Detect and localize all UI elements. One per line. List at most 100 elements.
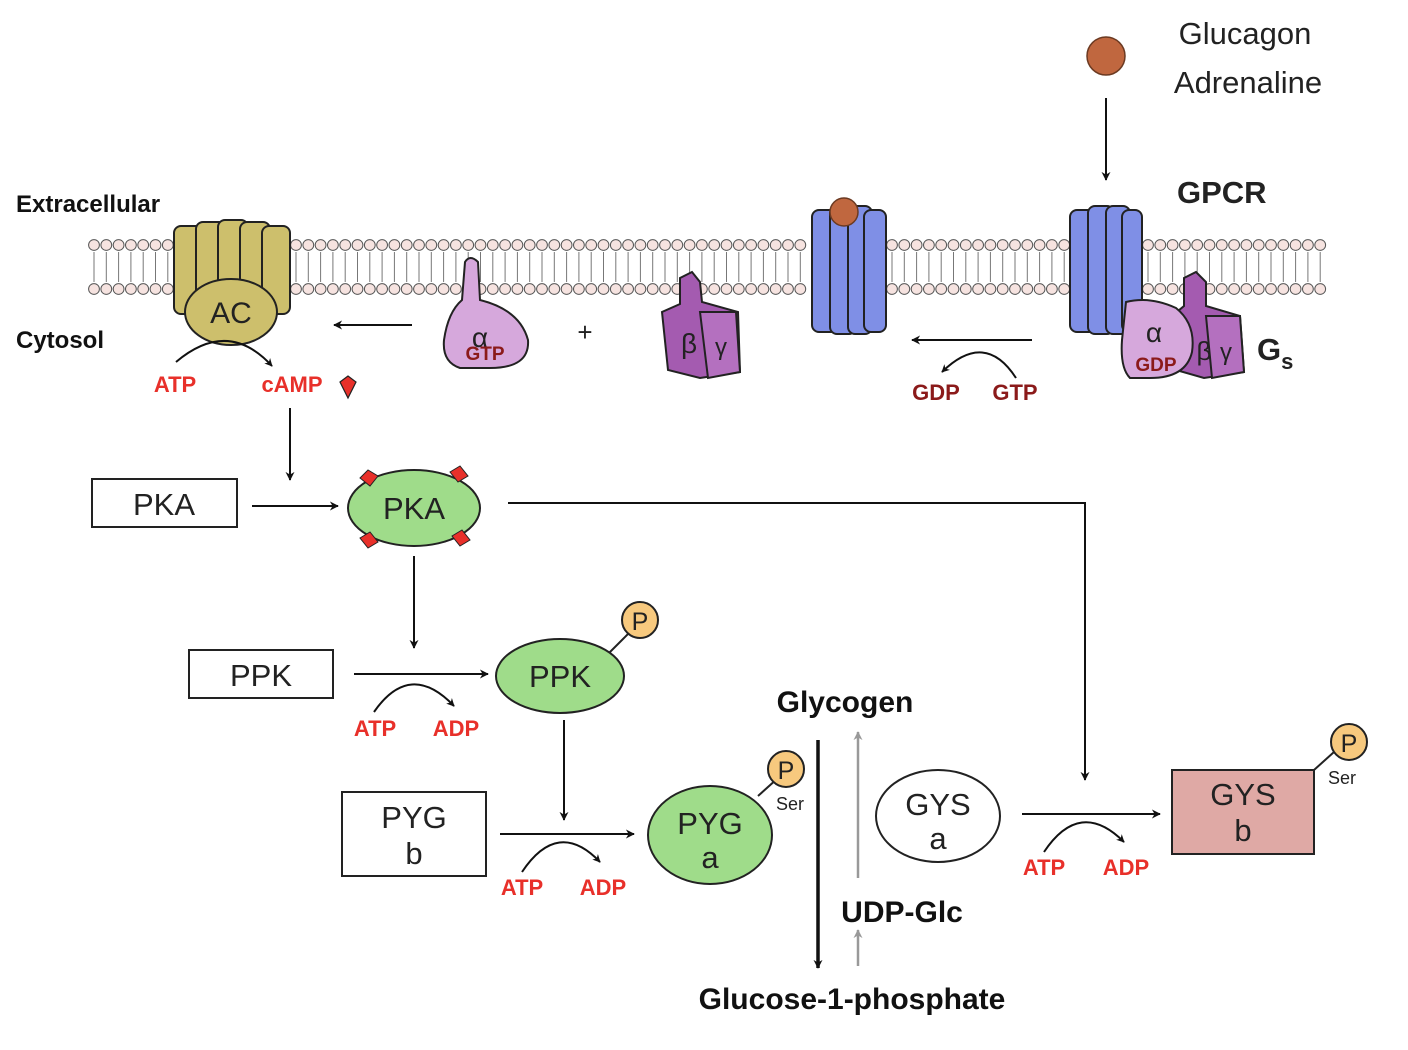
lipid-head [88,283,100,295]
lipid-head [1166,239,1179,251]
ppk-active: PPK P [495,601,659,714]
lipid-head [622,283,634,295]
lipid-head [462,239,475,251]
pka-active: PKA [347,465,481,549]
ligand-label-adrenaline: Adrenaline [1174,65,1322,100]
lipid-head [351,283,364,295]
lipid-head [573,239,585,251]
lipid-head [597,239,610,251]
lipid-head [302,283,315,295]
lipid-head [388,283,401,295]
ppk-inactive-label: PPK [230,658,292,693]
lipid-head [413,239,425,251]
g-alpha-symbol: α [472,322,488,353]
lipid-head [1265,283,1277,295]
lipid-head [769,239,782,251]
lipid-head [609,283,622,295]
lipid-head [290,239,302,251]
lipid-head [1289,283,1302,295]
glycogen-label: Glycogen [777,686,914,719]
camp-label: cAMP [261,372,322,397]
lipid-head [351,239,364,251]
lipid-head [1302,283,1314,295]
gtp-gdp-exchange-arc [941,351,1017,379]
lipid-head [609,239,622,251]
beta-symbol: β [681,328,697,359]
lipid-head [1058,283,1071,295]
lipid-head [425,283,438,295]
extracellular-label: Extracellular [16,191,160,218]
ac-atp-label: ATP [154,372,196,397]
lipid-head [548,283,561,295]
lipid-head [425,239,438,251]
lipid-head [996,283,1009,295]
lipid-head [659,239,671,251]
pyg-ser-label: Ser [776,794,804,814]
lipid-head [732,239,745,251]
lipid-head [112,283,125,295]
lipid-head [1289,239,1302,251]
lipid-head [646,283,659,295]
pyg-adp-label: ADP [580,875,626,900]
lipid-head [413,283,425,295]
lipid-head [1058,239,1071,251]
lipid-head [499,239,512,251]
ligand-circle [1086,36,1126,76]
lipid-head [935,239,948,251]
lipid-head [124,239,137,251]
pka-to-gys-arrow [508,502,1090,781]
pyg-b-line1: PYG [381,800,446,835]
lipid-head [683,239,696,251]
lipid-head [708,239,721,251]
lipid-head [935,283,948,295]
ppk-atp-adp-arc [373,683,455,713]
lipid-head [376,283,389,295]
ac-label: AC [210,297,252,330]
pka-inactive-label: PKA [133,487,195,522]
adenylyl-cyclase: AC [173,219,291,346]
lipid-head [400,239,413,251]
pyg-phosphate [767,750,805,788]
lipid-head [794,283,807,295]
pyg-a-line1: PYG [677,806,742,841]
g-beta-gamma: β γ [660,270,742,380]
lipid-head [634,283,647,295]
lipid-head [1240,239,1253,251]
g-alpha-gtp: α GTP [442,257,530,369]
lipid-head [923,283,935,295]
lipid-head [1228,239,1240,251]
lipid-head [149,239,162,251]
lipid-head [137,283,150,295]
lipid-head [486,239,499,251]
lipid-head [100,283,113,295]
gpcr-label: GPCR [1177,175,1267,210]
atp-to-camp-arc [175,340,273,367]
lipid-head [161,283,174,295]
ppk-adp-label: ADP [433,716,479,741]
gs-alpha-symbol: α [1146,317,1162,348]
pka-active-label: PKA [383,491,445,526]
lipid-head [327,283,339,295]
lipid-head [996,239,1009,251]
lipid-head [573,283,585,295]
gys-a-active: GYS a [875,769,1001,863]
lipid-head [1314,239,1327,251]
lipid-head [339,239,352,251]
pyg-a-line2: a [701,840,719,875]
lipid-head [161,239,174,251]
lipid-head [1166,283,1179,295]
lipid-head [782,283,794,295]
lipid-head [536,239,548,251]
lipid-head [511,239,524,251]
pyg-atp-label: ATP [501,875,543,900]
lipid-head [339,283,352,295]
lipid-head [745,239,757,251]
exchange-gtp-label: GTP [992,380,1037,405]
gys-ser-label: Ser [1328,768,1356,788]
bound-ligand [829,197,859,227]
lipid-head [984,239,997,251]
lipid-head [769,283,782,295]
lipid-head [327,239,339,251]
lipid-head [450,239,462,251]
